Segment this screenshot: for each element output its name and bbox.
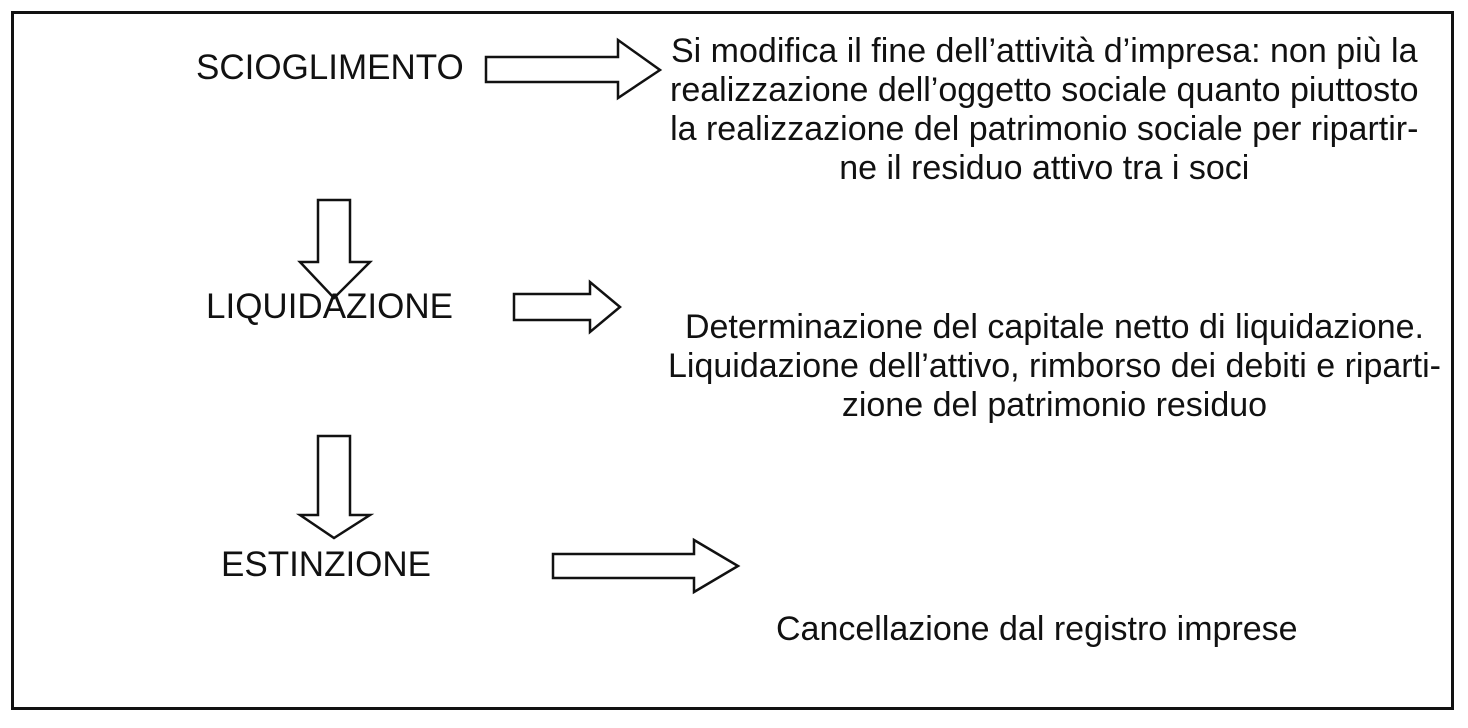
down-arrow-icon [295, 434, 375, 540]
description-scioglimento: Si modifica il fine dell’attività d’impr… [670, 32, 1419, 188]
stage-liquidazione: LIQUIDAZIONE [206, 287, 453, 326]
description-line: Cancellazione dal registro imprese [776, 610, 1298, 648]
right-arrow-icon [484, 37, 663, 101]
stage-scioglimento: SCIOGLIMENTO [196, 48, 464, 87]
description-line: realizzazione dell’oggetto sociale quant… [670, 71, 1419, 109]
stage-estinzione: ESTINZIONE [221, 545, 432, 584]
right-arrow-icon [512, 279, 622, 335]
description-line: zione del patrimonio residuo [841, 386, 1268, 424]
description-line: Liquidazione dell’attivo, rimborso dei d… [668, 347, 1441, 385]
right-arrow-icon [551, 537, 741, 595]
description-liquidazione: Determinazione del capitale netto di liq… [668, 308, 1441, 425]
diagram-frame [11, 11, 1454, 710]
description-line: ne il residuo attivo tra i soci [839, 149, 1250, 187]
description-line: Determinazione del capitale netto di liq… [684, 308, 1424, 346]
description-estinzione: Cancellazione dal registro imprese [776, 610, 1298, 649]
down-arrow-icon [297, 198, 374, 300]
description-line: la realizzazione del patrimonio sociale … [670, 110, 1419, 148]
description-line: Si modifica il fine dell’attività d’impr… [671, 32, 1418, 70]
